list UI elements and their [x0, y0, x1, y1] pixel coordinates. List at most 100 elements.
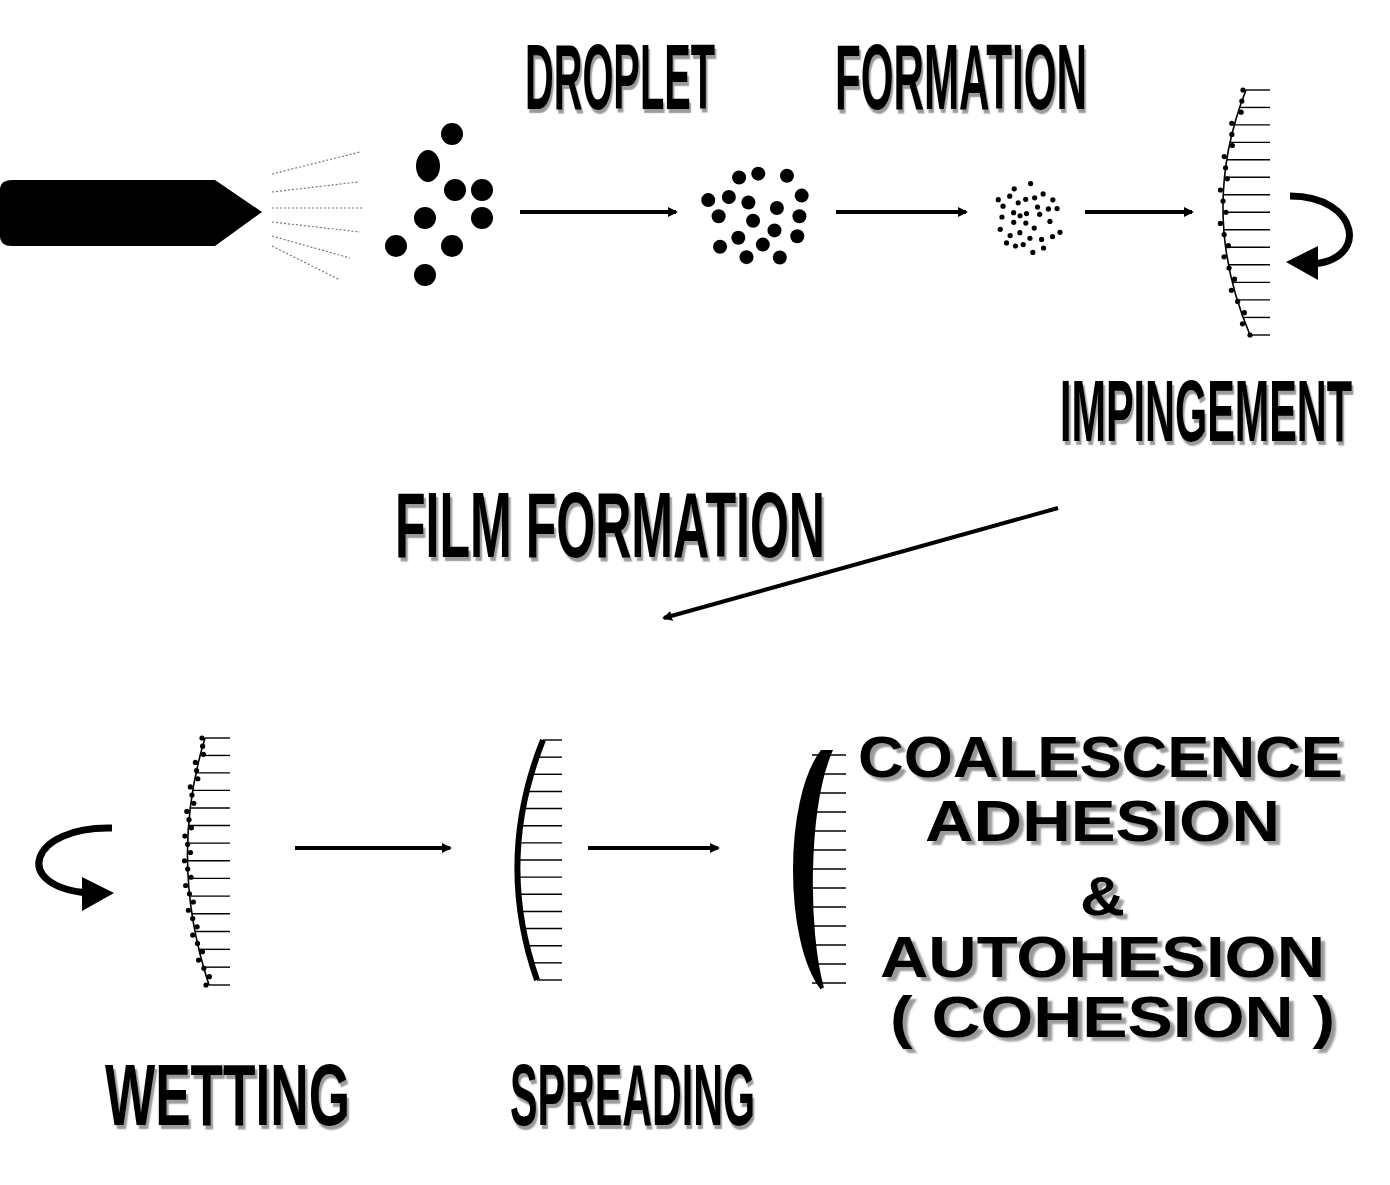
surface-tick — [1224, 229, 1270, 230]
droplet — [191, 899, 196, 904]
droplet — [1057, 230, 1062, 235]
droplet — [996, 197, 1001, 202]
droplet — [1011, 220, 1016, 225]
droplet — [188, 784, 193, 789]
droplet — [1021, 242, 1026, 247]
droplet — [200, 744, 205, 749]
droplet — [186, 908, 191, 913]
surface-tick — [523, 808, 562, 809]
droplet — [712, 209, 726, 223]
droplet — [1011, 210, 1016, 215]
droplet — [1225, 176, 1230, 181]
droplet — [195, 924, 200, 929]
droplet — [1024, 211, 1029, 216]
surface-tick — [1230, 142, 1270, 143]
surface-tick — [195, 931, 230, 932]
droplet — [773, 251, 787, 265]
droplet — [1023, 197, 1028, 202]
surface-tick — [190, 807, 230, 808]
droplet — [1016, 200, 1021, 205]
droplet — [1222, 232, 1227, 237]
surface-tick — [520, 825, 562, 826]
surface-tick — [196, 772, 230, 773]
droplet — [1222, 154, 1227, 159]
droplet — [1023, 221, 1028, 226]
droplet — [1008, 233, 1013, 238]
surface-tick — [204, 966, 230, 967]
droplet — [770, 201, 784, 215]
surface-tick — [1223, 212, 1270, 213]
stage-label: & — [1080, 869, 1125, 924]
surface-tick — [1223, 194, 1270, 195]
droplet — [792, 209, 806, 223]
surface-tick — [518, 876, 562, 877]
droplet — [1235, 299, 1240, 304]
surface-tick — [812, 906, 846, 907]
droplet — [194, 768, 199, 773]
droplet — [1240, 321, 1245, 326]
surface-tick — [1228, 264, 1270, 265]
droplet — [1017, 213, 1022, 218]
droplet — [795, 189, 809, 203]
stage-label: DROPLET — [525, 31, 715, 124]
surface-tick — [518, 842, 562, 843]
droplet — [186, 817, 191, 822]
stage-label: WETTING — [105, 1052, 350, 1140]
droplet — [1030, 250, 1035, 255]
droplet — [196, 957, 201, 962]
droplet — [1050, 234, 1055, 239]
droplet — [1238, 110, 1243, 115]
surface-tick — [1224, 177, 1270, 178]
surface-tick — [188, 842, 230, 843]
surface-tick — [1243, 317, 1270, 318]
droplet — [780, 169, 794, 183]
substrate-surfaces — [182, 87, 1270, 988]
large-droplets — [385, 123, 493, 286]
stage-label: IMPINGEMENT — [1060, 368, 1352, 456]
droplet — [190, 933, 195, 938]
droplet — [1012, 186, 1017, 191]
surface-tick — [205, 737, 230, 738]
turn-arrow — [39, 828, 112, 893]
droplet — [1229, 288, 1234, 293]
surface-tick — [531, 962, 562, 963]
droplet — [1000, 204, 1005, 209]
droplet — [190, 916, 195, 921]
surface-tick — [520, 911, 562, 912]
droplet — [731, 231, 745, 245]
droplet — [1221, 254, 1226, 259]
surface-tick — [192, 913, 230, 914]
droplet — [188, 850, 193, 855]
surface-tick — [527, 945, 562, 946]
stage-label: AUTOHESION — [880, 929, 1325, 987]
turn-arrowhead — [1286, 246, 1318, 280]
stage-label: FORMATION — [835, 31, 1087, 124]
surface-tick — [812, 754, 846, 755]
droplet — [998, 227, 1003, 232]
droplet — [1226, 243, 1231, 248]
surface-tick — [812, 868, 846, 869]
droplet — [1242, 310, 1247, 315]
droplet — [189, 825, 194, 830]
surface-tick — [1227, 159, 1270, 160]
surface-tick — [190, 895, 230, 896]
surface-tick — [188, 878, 230, 879]
droplet — [1035, 204, 1040, 209]
surface-tick — [1250, 334, 1270, 335]
droplet — [741, 195, 755, 209]
surface-tick — [527, 791, 562, 792]
droplet — [1039, 237, 1044, 242]
droplet — [756, 238, 770, 252]
surface-tick — [1246, 89, 1270, 90]
droplet — [1226, 265, 1231, 270]
surface-tick — [812, 849, 846, 850]
surface-tick — [518, 859, 563, 860]
droplet — [189, 875, 194, 880]
stage-label: SPREADING — [510, 1052, 755, 1140]
droplet — [1247, 332, 1252, 337]
spray-nozzle — [0, 180, 262, 246]
droplet — [713, 240, 727, 254]
droplet — [200, 949, 205, 954]
surface-tick — [537, 756, 562, 757]
surface-tick — [812, 944, 846, 945]
